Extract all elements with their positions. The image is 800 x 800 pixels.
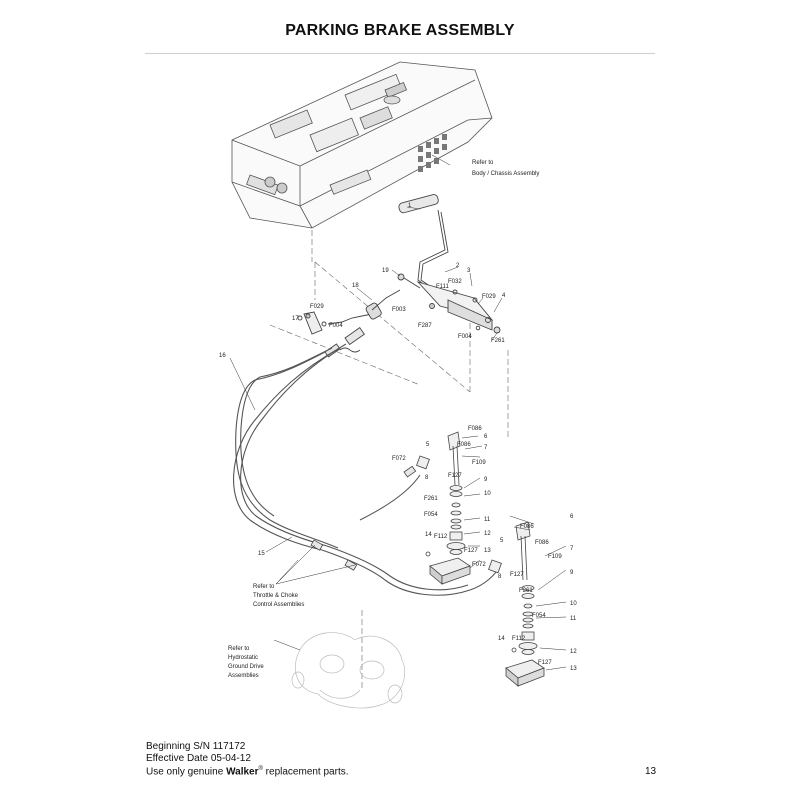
throttle-ref-line2: Throttle & Choke [253,593,299,599]
part-label: F029 [310,304,324,310]
effective-date-text: Effective Date 05-04-12 [146,752,251,764]
part-label: F003 [392,307,406,313]
hydrostatic-ref-line1: Refer to [228,646,250,652]
mower-body-drawing [231,61,493,229]
part-label: F127 [448,473,462,479]
part-label: F261 [491,338,505,344]
part-label: 13 [570,666,577,672]
part-label: F086 [468,426,482,432]
part-label: 5 [426,442,430,448]
part-label: 12 [484,531,491,537]
part-label: 1 [408,203,412,209]
part-label: F112 [434,534,448,540]
alignment-lines [269,230,509,690]
part-label: 16 [219,353,226,359]
part-label: 10 [484,491,491,497]
part-label: 17 [292,316,299,322]
part-label: F004 [329,323,343,329]
part-label: 7 [570,546,574,552]
part-label: F086 [535,540,549,546]
part-label: 10 [570,601,577,607]
throttle-ref-line3: Control Assemblies [253,602,304,608]
part-label: 8 [425,475,429,481]
part-label: F054 [424,512,438,518]
part-label: 7 [484,445,488,451]
part-label: 12 [570,649,577,655]
part-label: F072 [472,562,486,568]
part-label: F029 [482,294,496,300]
part-label: 3 [467,268,471,274]
part-label: 2 [456,263,460,269]
part-label: F261 [424,496,438,502]
part-label: 14 [498,636,505,642]
part-label: 6 [484,434,488,440]
hydrostatic-ref-line3: Ground Drive [228,664,264,670]
part-label: F086 [457,442,471,448]
part-label: 13 [484,548,491,554]
part-label: 4 [502,293,506,299]
left-brake-assembly-drawing [416,431,471,585]
part-label: F109 [548,554,562,560]
throttle-ref-line1: Refer to [253,584,275,590]
part-label: F086 [520,524,534,530]
part-label: 19 [382,268,389,274]
part-label: F109 [472,460,486,466]
part-label: F261 [519,588,533,594]
part-label: F112 [512,636,526,642]
genuine-parts-notice: Use only genuine Walker® replacement par… [146,764,349,778]
hydrostatic-ghost-drawing [291,632,406,709]
part-label: 15 [258,551,265,557]
part-label: 18 [352,283,359,289]
notice-suffix: replacement parts. [262,766,349,778]
part-label: 11 [484,517,491,523]
leader-lines [229,154,567,671]
part-label: 9 [484,477,488,483]
part-label: F287 [418,323,432,329]
body-chassis-ref-line2: Body / Chassis Assembly [472,171,539,177]
part-label: F127 [464,548,478,554]
hydrostatic-ref-line2: Hydrostatic [228,655,258,661]
footer-info: Beginning S/N 117172 Effective Date 05-0… [146,741,349,778]
part-label: F054 [532,613,546,619]
part-label: F004 [458,334,472,340]
brake-handle-drawing [397,194,501,334]
brake-cables [233,343,501,596]
part-label: F127 [510,572,524,578]
part-label: 5 [500,538,504,544]
page-title: PARKING BRAKE ASSEMBLY [285,22,515,39]
serial-number-text: Beginning S/N 117172 [146,741,246,752]
part-label: 14 [425,532,432,538]
cable-clamps [310,465,417,571]
part-label: 6 [570,514,574,520]
hydrostatic-ref-line4: Assemblies [228,673,259,679]
page-number: 13 [645,766,657,777]
part-label: F032 [448,279,462,285]
part-label: F127 [538,660,552,666]
part-label: F072 [392,456,406,462]
title-divider [145,53,655,54]
part-label: 9 [570,570,574,576]
cable-end-fittings [297,289,401,358]
part-label: 11 [570,616,577,622]
body-chassis-ref-line1: Refer to [472,160,494,166]
brand-name: Walker [226,766,259,778]
notice-prefix: Use only genuine [146,766,227,778]
right-brake-assembly-drawing [488,521,545,687]
part-label: F111 [436,284,449,290]
part-label: 8 [498,574,502,580]
registered-mark: ® [258,766,263,772]
